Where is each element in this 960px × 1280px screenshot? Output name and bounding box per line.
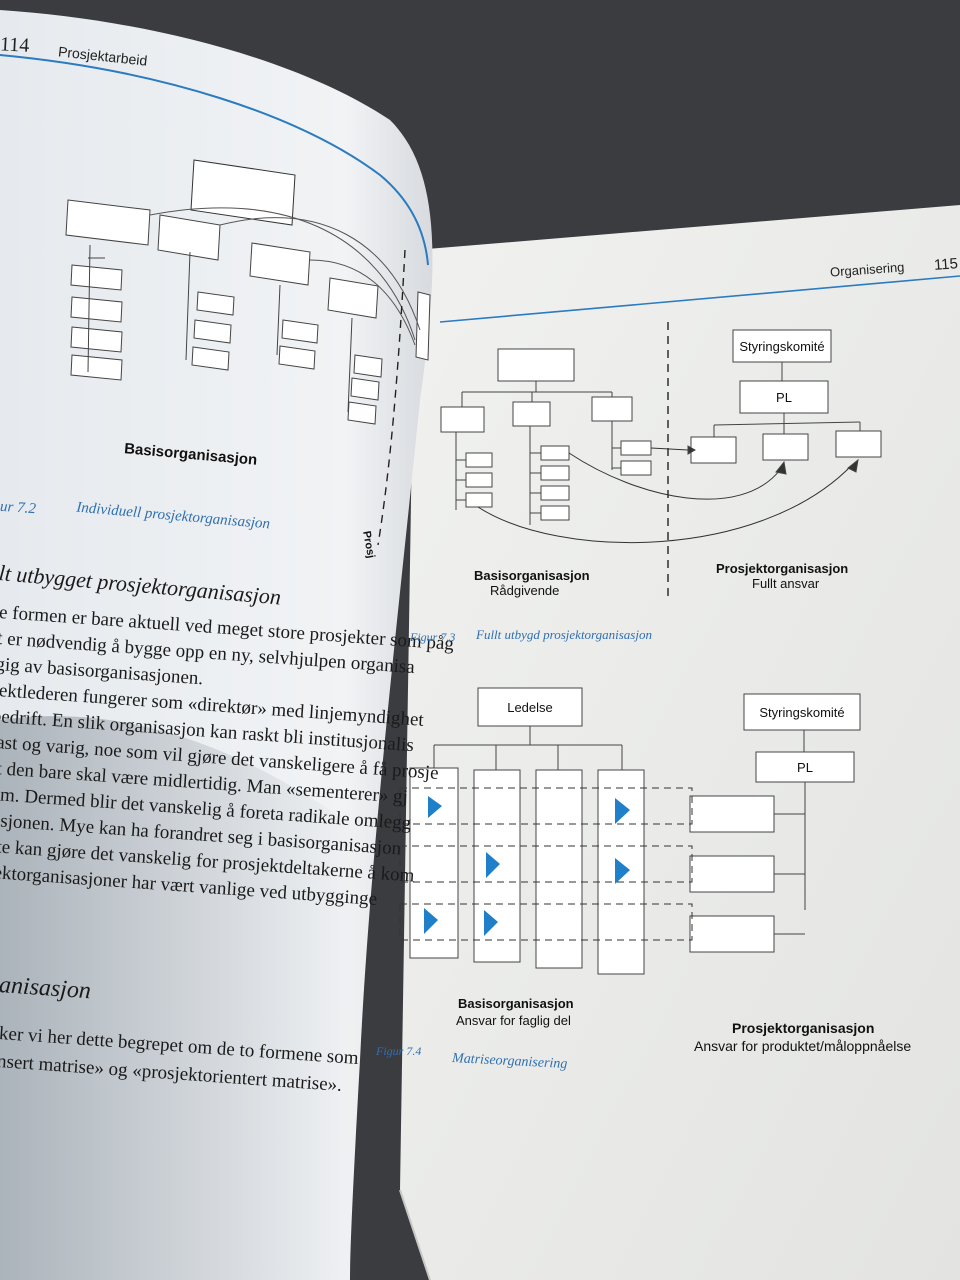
fig74-pl: PL	[797, 759, 813, 775]
fig73-pl: PL	[776, 389, 792, 405]
fig73-project-title: Prosjektorganisasjon	[716, 561, 849, 576]
fig73-steering-committee: Styringskomité	[739, 338, 825, 354]
fig73-project-subtitle: Fullt ansvar	[752, 576, 820, 591]
fig73-basis-subtitle: Rådgivende	[490, 583, 560, 598]
fig73-basis-title: Basisorganisasjon	[474, 568, 590, 583]
left-body-text: e formen er bare aktuell ved meget store…	[0, 600, 455, 913]
fig74-project-title: Prosjektorganisasjon	[732, 1020, 875, 1036]
fig73-caption-number: Figur 7.3	[410, 630, 456, 644]
right-page-number: 115	[933, 255, 959, 274]
figure-7-3-drawing	[440, 322, 882, 598]
fig74-steering-committee: Styringskomité	[759, 704, 845, 720]
left-diagram	[65, 159, 431, 425]
fig73-caption-title: Fullt utbygd prosjektorganisasjon	[476, 627, 652, 642]
fig74-project-subtitle: Ansvar for produktet/måloppnåelse	[694, 1038, 912, 1054]
left-caption-number: ur 7.2	[0, 498, 37, 518]
fig74-caption-number: Figur 7.4	[376, 1044, 422, 1058]
fig74-basis-title: Basisorganisasjon	[458, 996, 574, 1011]
fig74-management: Ledelse	[507, 699, 553, 715]
fig74-basis-subtitle: Ansvar for faglig del	[456, 1013, 571, 1028]
figure-7-4-drawing	[399, 687, 861, 975]
left-page-number: 114	[0, 33, 30, 57]
